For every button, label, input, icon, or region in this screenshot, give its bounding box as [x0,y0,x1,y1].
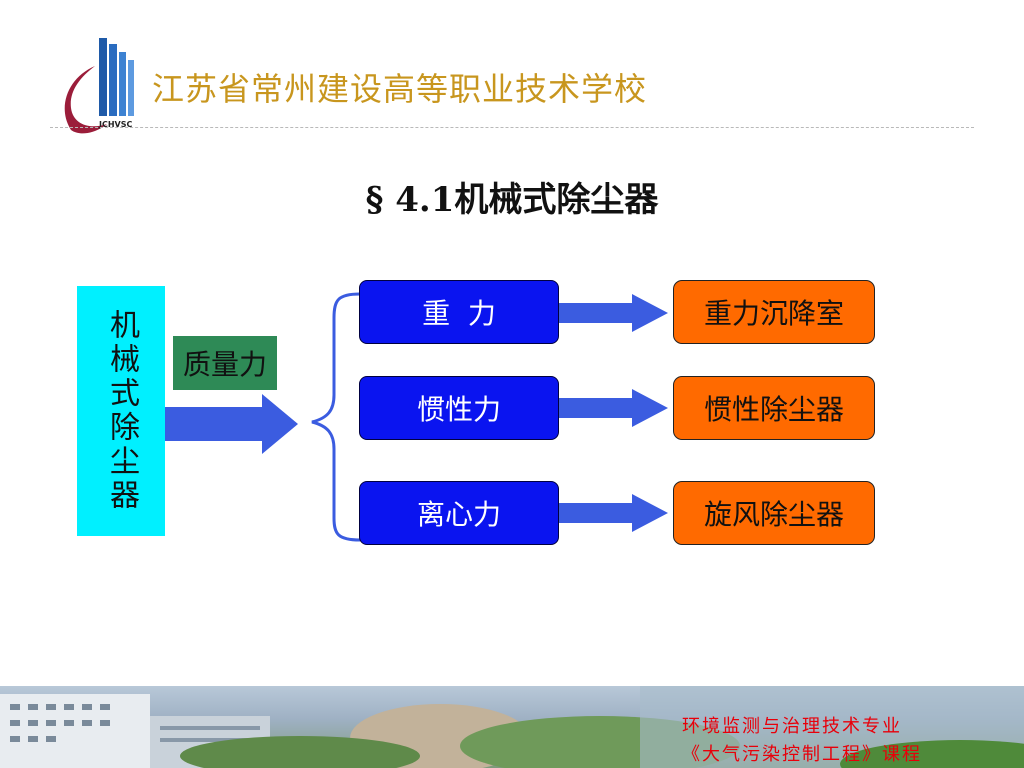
footer-course-line2: 《大气污染控制工程》课程 [682,744,922,765]
arrow-gravity [559,294,668,332]
arrow-inertia [559,389,668,427]
force-centrifugal: 离心力 [359,481,559,545]
slide-title: § 4.1机械式除尘器 [365,180,659,220]
force-inertia: 惯性力 [359,376,559,440]
school-logo: JCHVSC [55,38,145,136]
campus-photo-image [0,686,1024,768]
school-name: 江苏省常州建设高等职业技术学校 [152,70,648,108]
mass-force-box: 质量力 [173,336,277,390]
device-cyclone-collector: 旋风除尘器 [673,481,875,545]
device-settling-chamber: 重力沉降室 [673,280,875,344]
header-divider [50,127,974,128]
footer-course-line1: 环境监测与治理技术专业 [682,716,902,737]
mechanical-collector-box: 机械式除尘器 [77,286,165,536]
brace [311,292,361,542]
logo-building-icon [64,38,134,134]
footer-banner [0,686,1024,768]
mechanical-collector-label: 机械式除尘器 [104,309,139,513]
logo-text: JCHVSC [99,120,133,129]
main-arrow [165,394,298,454]
device-inertial-collector: 惯性除尘器 [673,376,875,440]
arrow-centrifugal [559,494,668,532]
force-gravity: 重 力 [359,280,559,344]
